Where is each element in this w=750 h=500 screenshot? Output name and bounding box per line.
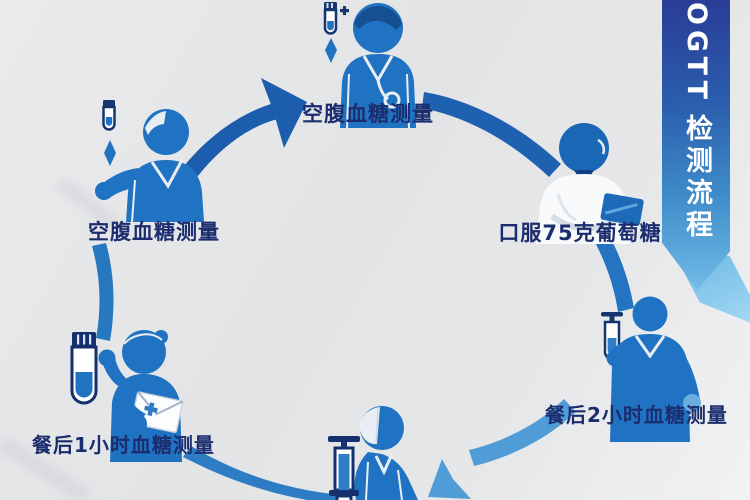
face-mask [360, 407, 380, 445]
flow-arc-left-down [92, 243, 114, 341]
figure-nurse-bottom-left [70, 330, 184, 462]
hand-front [125, 413, 147, 435]
step-label-bottom-right: 餐后2小时血糖测量 [545, 403, 728, 427]
hand [98, 349, 116, 367]
patient-body [126, 160, 204, 222]
collar-line [634, 335, 666, 359]
step-label-bottom-left: 餐后1小时血糖测量 [32, 433, 215, 457]
nurse-head [122, 330, 166, 374]
hand [606, 349, 624, 367]
figure-nurse-top [323, 2, 416, 129]
seam-lines [346, 73, 410, 129]
seam-lines [365, 461, 403, 500]
step-label-left: 空腹血糖测量 [88, 220, 220, 244]
collar-line [150, 159, 184, 189]
banner-title-latin: OGTT [681, 2, 712, 105]
blood-drop-icon [325, 38, 337, 63]
flow-arc-bottomright-to-center [469, 399, 576, 466]
banner-ribbon: OGTT 检测流程 [662, 0, 730, 290]
figure-patient-bottom-right [601, 296, 701, 442]
seam-line [131, 179, 136, 223]
mask-edge [375, 407, 379, 444]
syringe-icon [328, 436, 360, 500]
nurse-body [340, 54, 416, 128]
banner-title-cjk: 检测流程 [681, 114, 712, 243]
figure-glucose-right [536, 123, 644, 244]
face-line [597, 138, 606, 155]
banner-title: OGTT 检测流程 [666, 0, 726, 290]
head [559, 123, 609, 173]
collar-line [374, 453, 394, 476]
head [632, 296, 668, 332]
flow-arc-bottomleft-to-center [183, 446, 341, 500]
nurse-cap [354, 5, 402, 31]
test-tube-icon [70, 332, 98, 405]
cuff [683, 394, 701, 412]
nurse-bun [154, 330, 168, 344]
blood-drop-icon [104, 140, 116, 166]
cap-line [123, 333, 163, 345]
patient-head [143, 109, 189, 155]
flow-arrow-left-to-top [184, 103, 278, 176]
patient-hand [95, 182, 113, 200]
flow-arrowhead-top [261, 78, 307, 148]
flow-arc-right-down [592, 230, 634, 312]
step-label-right: 口服75克葡萄糖 [498, 221, 662, 245]
test-tube-icon [102, 100, 116, 131]
stethoscope-tube [376, 79, 389, 101]
figure-patient-bottom-center [328, 406, 418, 500]
face-mask [145, 111, 166, 135]
test-tube-icon [323, 2, 349, 35]
glucose-box-icon [600, 193, 644, 226]
right-arm [664, 344, 700, 406]
step-label-top: 空腹血糖测量 [302, 102, 434, 126]
flow-arc-top-to-right [422, 92, 561, 177]
body [354, 452, 418, 500]
stethoscope-icon [383, 91, 401, 109]
figure-patient-left [95, 100, 204, 223]
flow-arrowhead-bottom [428, 459, 471, 499]
coat-fold2 [556, 193, 577, 222]
